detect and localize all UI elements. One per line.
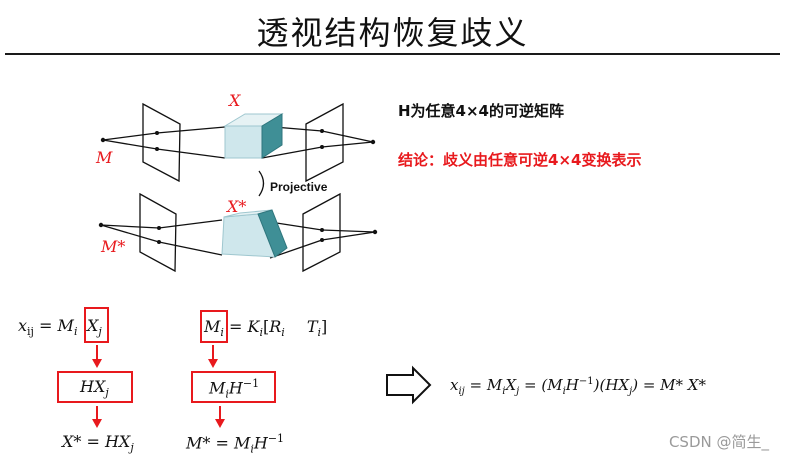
red-arrows [92,345,225,428]
term-HXj: HXj [80,377,109,400]
projective-label: Projective [270,180,328,194]
box-MiHinv [191,371,276,403]
highlight-box-Xj [84,307,109,343]
label-X-star: X* [227,197,247,216]
left-image-plane-bottom [139,192,177,273]
bottom-scene [100,192,376,273]
implies-arrow [386,365,432,405]
note-conclusion: 结论：歧义由任意可逆4×4变换表示 [398,151,642,169]
projective-connector-arc [258,170,265,197]
slide-title: 透视结构恢复歧义 [256,14,529,52]
term-Xj: Xj [87,316,102,339]
result-Xstar: X* = HXj [62,432,134,455]
top-scene [102,102,374,183]
distorted-cube-bottom [221,209,288,258]
note-h-invertible: H为任意4×4的可逆矩阵 [398,102,564,120]
highlight-box-Mi [200,310,228,343]
label-X: X [229,91,241,110]
equation-projection: xij = Mi [18,316,78,339]
equation-final: xij = MiXj = (MiH−1)(HXj) = M* X* [450,376,706,397]
right-image-plane-bottom [302,192,341,273]
box-HXj [57,371,133,403]
cube-top [223,113,284,159]
left-image-plane-top [142,102,181,183]
watermark: CSDN @简生_ [668,433,769,451]
term-MiHinv: MiH−1 [209,377,260,401]
label-M-star: M* [101,237,126,256]
right-image-plane-top [305,102,344,183]
title-divider [5,53,780,55]
result-Mstar: M* = MiH−1 [186,432,285,456]
label-M: M [96,148,113,167]
